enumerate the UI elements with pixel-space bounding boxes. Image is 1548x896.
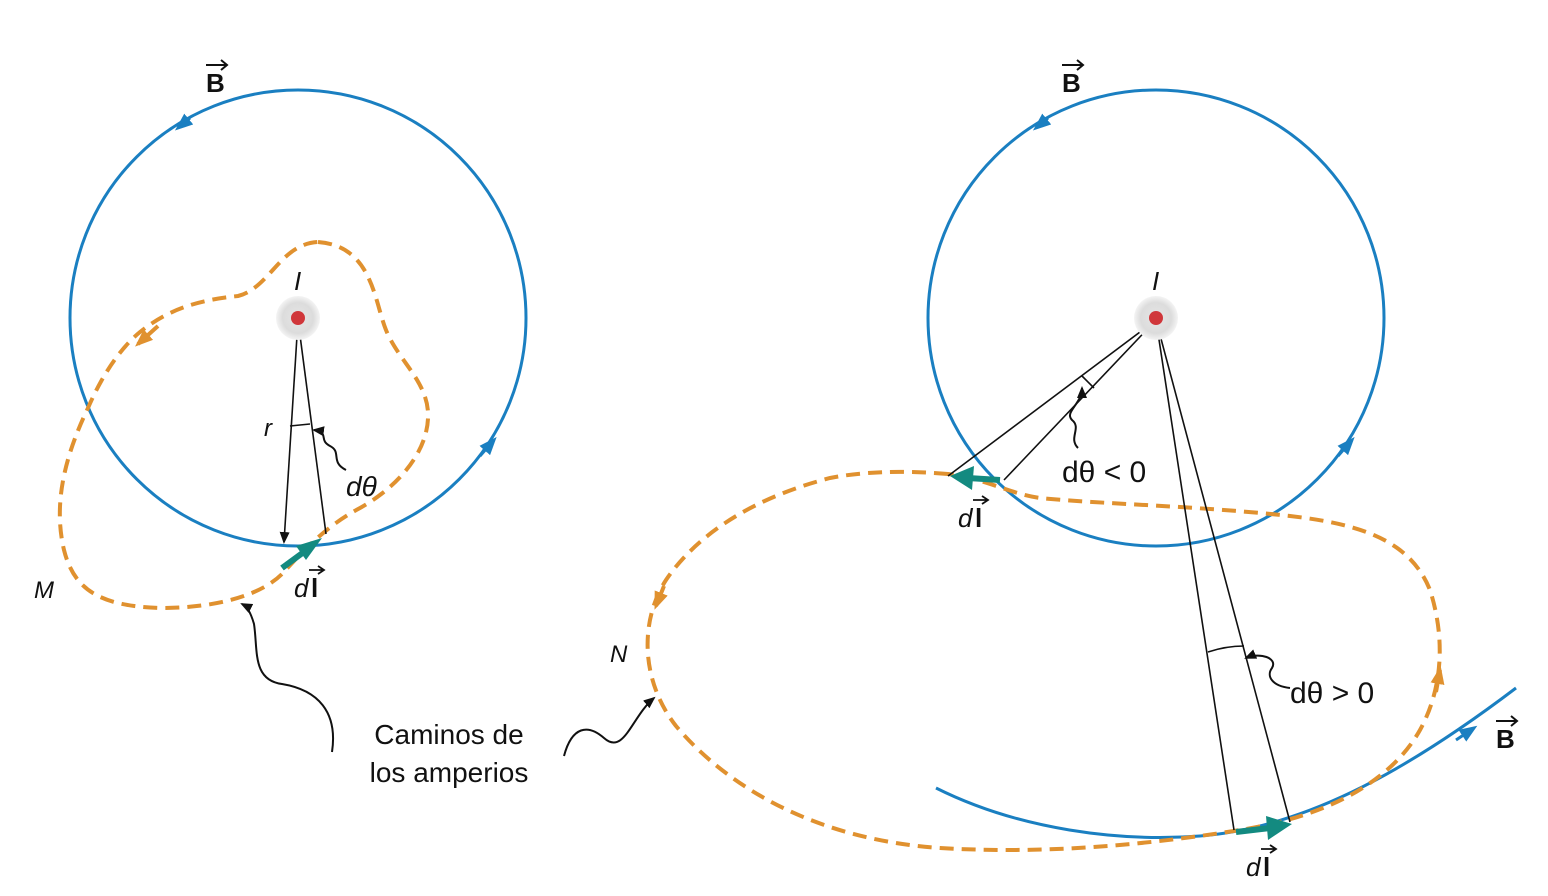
left-path-label: M bbox=[34, 577, 54, 604]
left-element-arrowhead bbox=[296, 538, 322, 560]
left-element-vector-arrow-icon bbox=[309, 565, 326, 575]
right-top-element-arrowhead bbox=[950, 466, 974, 490]
right-top-element-vector-arrow-icon bbox=[973, 495, 990, 505]
left-dtheta-pointer bbox=[312, 426, 347, 471]
left-element-label-d: d bbox=[294, 573, 310, 603]
left-amperian-path-m bbox=[57, 239, 431, 611]
right-field-arc-bottom bbox=[935, 686, 1517, 839]
right-angle-pos-label: dθ > 0 bbox=[1290, 677, 1374, 710]
left-element-label-l: l bbox=[311, 573, 318, 603]
right-top-element-label-d: d bbox=[958, 503, 974, 533]
right-bottom-element-label-d: d bbox=[1246, 852, 1262, 882]
caption: Caminos de los amperios bbox=[370, 696, 656, 788]
left-figure: B I r dθ d l M bbox=[34, 59, 528, 753]
left-angle-arc bbox=[289, 423, 311, 427]
left-field-arrow-right bbox=[478, 436, 497, 457]
right-path-arrow-right bbox=[1430, 666, 1445, 693]
right-angle-neg-label: dθ < 0 bbox=[1062, 456, 1146, 489]
right-bottom-line-2 bbox=[1155, 319, 1291, 823]
right-top-line-1 bbox=[947, 319, 1157, 477]
right-bottom-element-vector-arrow-icon bbox=[1261, 844, 1278, 854]
right-top-dtheta-pointer bbox=[1069, 386, 1087, 449]
right-field-label-top: B bbox=[1062, 68, 1081, 98]
left-radius-label: r bbox=[264, 415, 273, 442]
right-field-label-bottom: B bbox=[1496, 724, 1515, 754]
right-figure: B B I dθ < 0 dθ > 0 d l d l N bbox=[610, 59, 1519, 882]
right-top-element-label-l: l bbox=[975, 503, 982, 533]
right-wire-dot bbox=[1149, 311, 1163, 325]
left-radius-line bbox=[279, 319, 299, 544]
right-bottom-element-label-l: l bbox=[1263, 852, 1270, 882]
right-bottom-angle-arc bbox=[1207, 645, 1245, 653]
left-wire-dot bbox=[291, 311, 305, 325]
right-top-line-2 bbox=[1003, 319, 1157, 481]
right-field-top-vector-arrow-icon bbox=[1062, 59, 1085, 71]
right-current-label: I bbox=[1152, 266, 1159, 296]
right-bottom-line-1 bbox=[1155, 319, 1235, 831]
caption-line-2: los amperios bbox=[370, 757, 529, 788]
left-angle-label: dθ bbox=[346, 471, 377, 502]
right-field-arrow-top bbox=[1032, 113, 1052, 131]
caption-pointer-right bbox=[563, 696, 656, 757]
right-bottom-dtheta-pointer bbox=[1244, 649, 1291, 689]
right-field-bottom-vector-arrow-icon bbox=[1496, 715, 1519, 727]
right-bottom-element-shaft bbox=[1235, 825, 1271, 835]
left-angle-line bbox=[297, 319, 327, 535]
right-field-arrow-bottom bbox=[1455, 725, 1478, 742]
caption-pointer-left bbox=[240, 603, 334, 753]
right-amperian-path-n bbox=[645, 469, 1442, 852]
right-field-circle bbox=[926, 88, 1386, 548]
right-bottom-element-arrowhead bbox=[1266, 816, 1292, 840]
right-top-angle-arc bbox=[1081, 375, 1095, 389]
right-top-element-shaft bbox=[967, 475, 1001, 483]
left-field-vector-arrow-icon bbox=[206, 59, 229, 71]
right-path-label: N bbox=[610, 641, 628, 668]
left-current-label: I bbox=[294, 266, 301, 296]
left-field-label: B bbox=[206, 68, 225, 98]
right-field-arrow-right bbox=[1336, 436, 1355, 457]
caption-line-1: Caminos de bbox=[374, 719, 523, 750]
left-field-arrow-top bbox=[174, 113, 194, 131]
right-path-arrow-left bbox=[654, 585, 668, 610]
left-path-arrow bbox=[135, 324, 160, 347]
